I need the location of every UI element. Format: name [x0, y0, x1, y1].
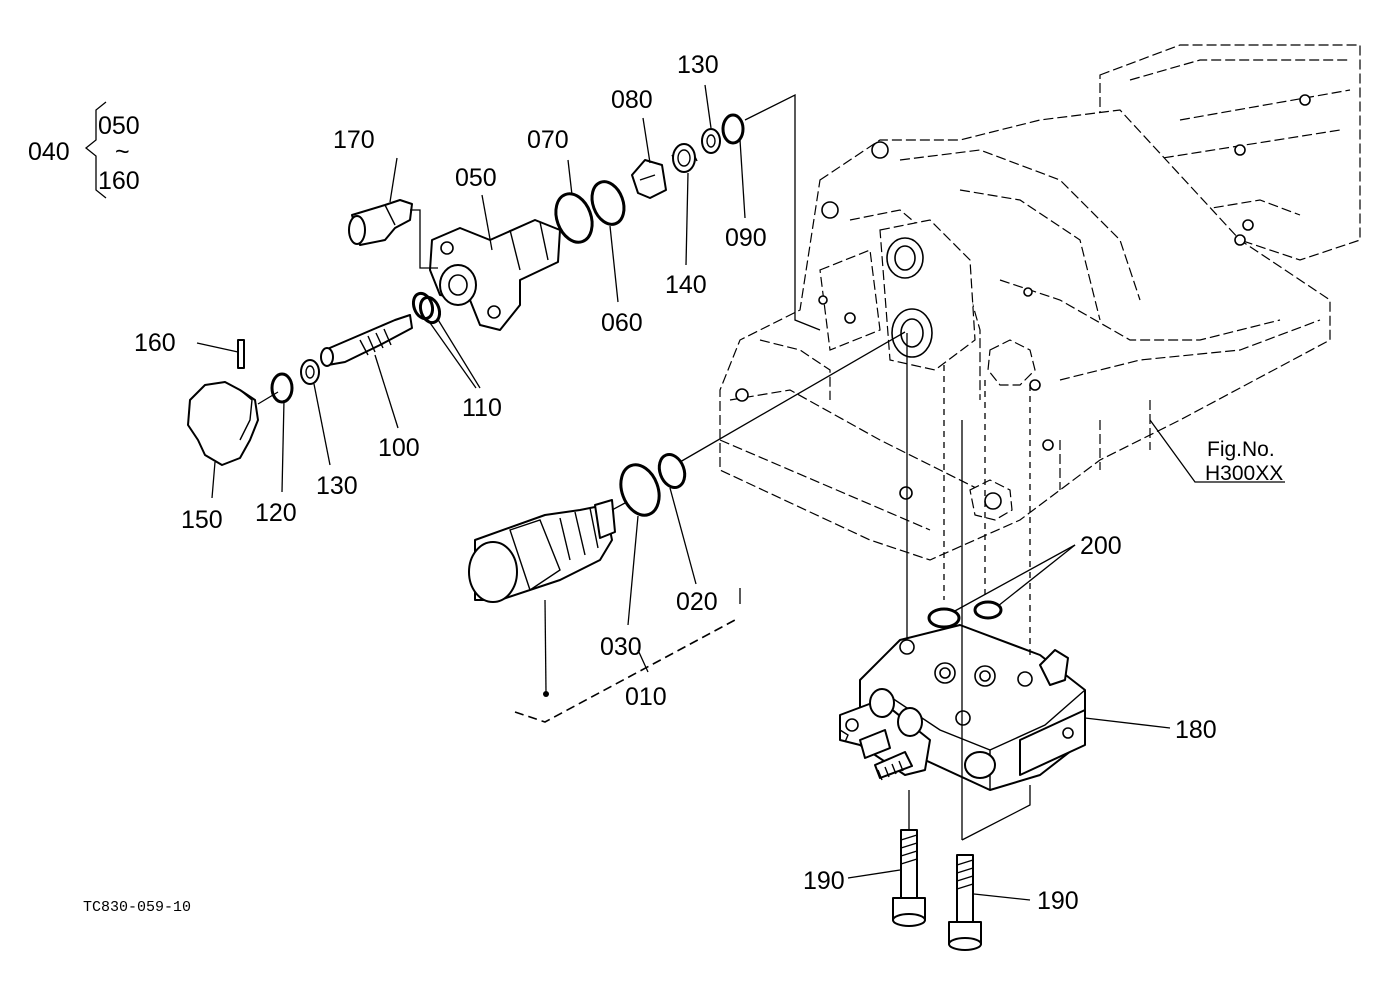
label-150: 150 — [181, 506, 223, 534]
label-060: 060 — [601, 309, 643, 337]
part-100-spool — [320, 314, 413, 367]
label-130: 130 — [316, 472, 358, 500]
callout-labels: 040 050 ~ 160 170 050 070 080 130 090 14… — [28, 51, 1283, 916]
label-160-group: 160 — [98, 167, 140, 195]
reference-dot — [543, 691, 549, 697]
label-050: 050 — [455, 164, 497, 192]
leader-180 — [1084, 717, 1171, 729]
label-130-top: 130 — [677, 51, 719, 79]
part-010-relief-cartridge — [468, 499, 616, 603]
label-080: 080 — [611, 86, 653, 114]
part-120-snap-ring — [270, 372, 294, 404]
group-040-brace — [84, 101, 107, 199]
label-070: 070 — [527, 126, 569, 154]
part-060-o-ring — [590, 180, 626, 226]
part-190-bolt-left — [892, 829, 926, 927]
part-030-o-ring — [619, 463, 661, 517]
label-190-right: 190 — [1037, 887, 1079, 915]
label-110: 110 — [462, 394, 502, 422]
part-070-o-ring — [554, 192, 594, 244]
label-090: 090 — [725, 224, 767, 252]
label-180: 180 — [1175, 716, 1217, 744]
part-130-washer-top — [701, 128, 721, 154]
fig-no-label: Fig.No. — [1207, 438, 1275, 461]
fig-ref-leader — [1149, 419, 1285, 483]
part-090-snap-ring — [721, 113, 745, 145]
label-050-group: 050 — [98, 112, 140, 140]
drawing-code: TC830-059-10 — [83, 899, 191, 916]
part-130-washer — [300, 359, 320, 385]
housing-assembly — [719, 44, 1361, 561]
part-020-o-ring — [657, 453, 687, 489]
part-080-poppet — [631, 159, 667, 199]
part-200-o-rings — [927, 600, 1003, 629]
assembly-010-bracket — [514, 619, 736, 723]
leader-200-a — [952, 544, 1076, 613]
leader-020-to-port — [679, 331, 906, 463]
label-020: 020 — [676, 588, 718, 616]
part-150-knob — [187, 381, 259, 466]
part-050-valve-body — [429, 219, 561, 331]
label-010: 010 — [625, 683, 667, 711]
label-140: 140 — [665, 271, 707, 299]
label-030: 030 — [600, 633, 642, 661]
label-190-left: 190 — [803, 867, 845, 895]
part-110-o-rings — [411, 291, 442, 325]
label-tilde: ~ — [115, 138, 130, 166]
label-170: 170 — [333, 126, 375, 154]
fig-no-value: H300XX — [1205, 462, 1283, 485]
label-100: 100 — [378, 434, 420, 462]
leader-200-b — [997, 544, 1076, 607]
part-170-plug — [348, 199, 413, 246]
label-040: 040 — [28, 138, 70, 166]
part-180-control-valve — [839, 624, 1086, 791]
label-200: 200 — [1080, 532, 1122, 560]
part-190-bolt-right — [948, 854, 982, 951]
label-160: 160 — [134, 329, 176, 357]
part-160-pin — [237, 339, 245, 369]
part-140-spring — [671, 143, 698, 173]
label-120: 120 — [255, 499, 297, 527]
leader-090-to-housing — [744, 93, 821, 331]
